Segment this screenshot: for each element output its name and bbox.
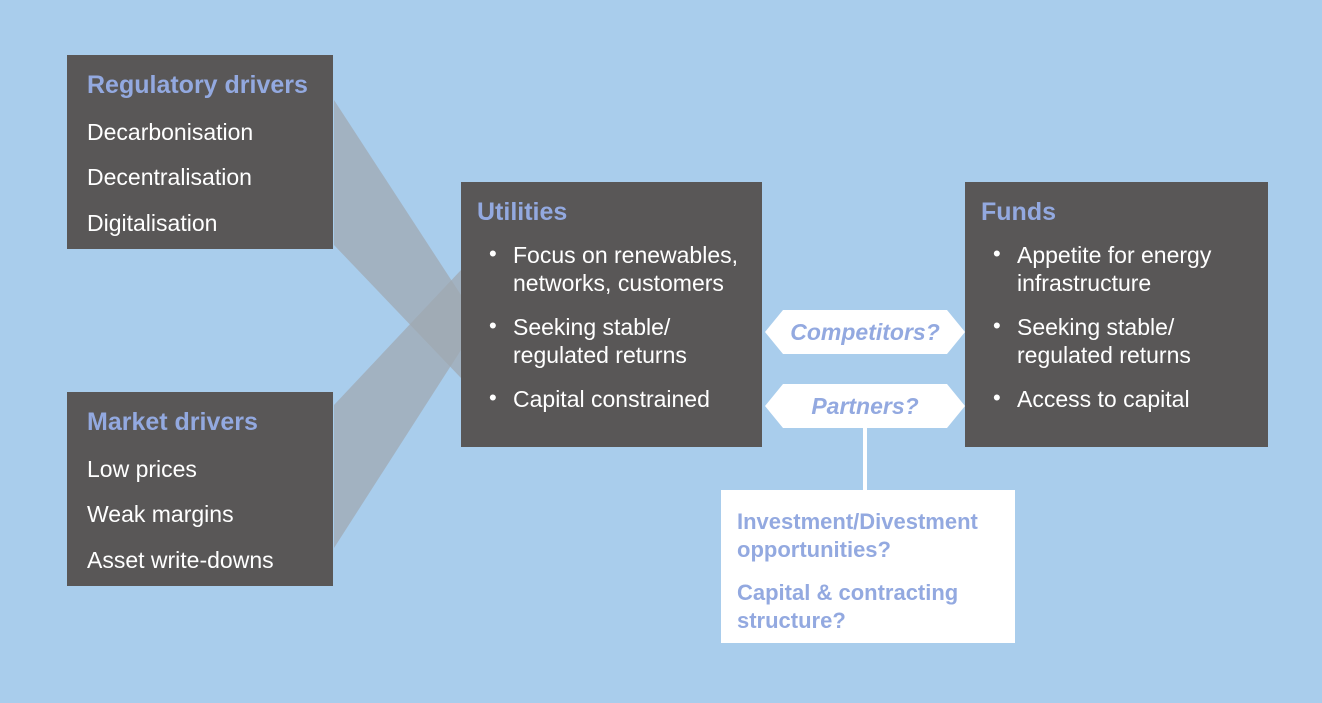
funds-bullet-3: • Access to capital xyxy=(981,385,1256,413)
questions-line-2: Capital & contracting structure? xyxy=(737,580,959,633)
bullet-icon: • xyxy=(993,384,1001,410)
market-drivers-item-3: Asset write-downs xyxy=(87,546,274,573)
regulatory-drivers-box: Regulatory drivers Decarbonisation Decen… xyxy=(67,55,333,249)
bullet-icon: • xyxy=(489,384,497,410)
utilities-bullet-1-text: Focus on renewables, networks, customers xyxy=(513,241,739,296)
funds-bullet-2-text: Seeking stable/ regulated returns xyxy=(1017,313,1191,368)
funds-bullet-1-text: Appetite for energy infrastructure xyxy=(1017,241,1212,296)
utilities-box: Utilities • Focus on renewables, network… xyxy=(461,182,762,447)
utilities-bullet-1: • Focus on renewables, networks, custome… xyxy=(477,241,750,297)
bullet-icon: • xyxy=(993,312,1001,338)
bullet-icon: • xyxy=(489,240,497,266)
bullet-icon: • xyxy=(993,240,1001,266)
regulatory-drivers-item-3: Digitalisation xyxy=(87,209,218,236)
utilities-bullet-3-text: Capital constrained xyxy=(513,385,710,412)
market-drivers-box: Market drivers Low prices Weak margins A… xyxy=(67,392,333,586)
market-to-utilities-band xyxy=(334,270,461,548)
regulatory-drivers-title: Regulatory drivers xyxy=(87,71,308,99)
funds-box: Funds • Appetite for energy infrastructu… xyxy=(965,182,1268,447)
funds-bullet-1: • Appetite for energy infrastructure xyxy=(981,241,1256,297)
questions-line-1: Investment/Divestment opportunities? xyxy=(737,509,978,562)
bullet-icon: • xyxy=(489,312,497,338)
market-drivers-title: Market drivers xyxy=(87,408,258,436)
utilities-bullet-3: • Capital constrained xyxy=(477,385,750,413)
partners-double-arrow: Partners? xyxy=(765,384,965,428)
funds-bullet-2: • Seeking stable/ regulated returns xyxy=(981,313,1256,369)
partners-label: Partners? xyxy=(811,392,919,419)
partners-to-questions-connector xyxy=(863,424,867,494)
competitors-double-arrow: Competitors? xyxy=(765,310,965,354)
funds-bullet-3-text: Access to capital xyxy=(1017,385,1190,412)
market-drivers-item-2: Weak margins xyxy=(87,501,234,528)
regulatory-drivers-item-2: Decentralisation xyxy=(87,164,252,191)
questions-box: Investment/Divestment opportunities? Cap… xyxy=(721,490,1015,643)
utilities-bullet-2: • Seeking stable/ regulated returns xyxy=(477,313,750,369)
utilities-bullet-2-text: Seeking stable/ regulated returns xyxy=(513,313,687,368)
competitors-label: Competitors? xyxy=(790,318,940,345)
utilities-title: Utilities xyxy=(477,198,568,226)
funds-title: Funds xyxy=(981,198,1056,226)
market-drivers-item-1: Low prices xyxy=(87,455,197,482)
regulatory-drivers-item-1: Decarbonisation xyxy=(87,118,254,145)
